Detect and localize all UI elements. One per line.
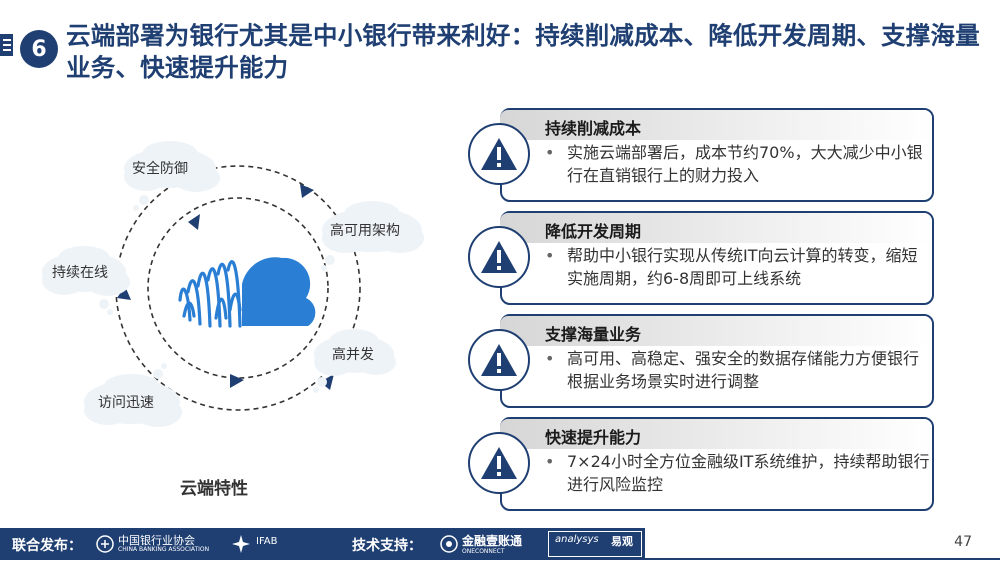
cloud-label-high-concurrency: 高并发 bbox=[332, 347, 374, 363]
warning-icon bbox=[468, 329, 530, 391]
card-title: 持续削减成本 bbox=[545, 119, 642, 138]
card-text: •高可用、高稳定、强安全的数据存储能力方便银行根据业务场景实时进行调整 bbox=[545, 349, 920, 391]
oneconnect-logo-icon bbox=[440, 535, 458, 553]
cloud-bubble-left bbox=[42, 246, 130, 315]
cba-logo-icon bbox=[96, 535, 114, 553]
cloud-bubble-bottom-left bbox=[84, 363, 182, 427]
ifab-logo-icon bbox=[232, 535, 250, 553]
arrow-icon bbox=[230, 374, 244, 388]
card-text: •实施云端部署后，成本节约70%，大大减少中小银行在直销银行上的财力投入 bbox=[545, 143, 923, 185]
page-title: 云端部署为银行尤其是中小银行带来利好：持续削减成本、降低开发周期、支撑海量业务、… bbox=[66, 21, 980, 82]
cloud-diagram-graphic bbox=[42, 141, 424, 427]
arrow-icon bbox=[300, 184, 314, 198]
publish-label: 联合发布： bbox=[12, 538, 82, 554]
arrow-icon bbox=[117, 286, 131, 300]
partner4-cn: 易观 bbox=[611, 535, 633, 548]
partner1-en: CHINA BANKING ASSOCIATION bbox=[118, 546, 210, 553]
cloud-bubble-right-bottom bbox=[313, 329, 396, 393]
card-shorter-dev-cycle: 降低开发周期 •帮助中小银行实现从传统IT向云计算的转变，缩短实施周期，约6-8… bbox=[468, 211, 934, 305]
cloud-label-fast-access: 访问迅速 bbox=[98, 395, 154, 411]
card-text: •帮助中小银行实现从传统IT向云计算的转变，缩短实施周期，约6-8周即可上线系统 bbox=[545, 246, 918, 288]
inner-dashed-ring bbox=[147, 197, 329, 379]
diagram-caption: 云端特性 bbox=[180, 479, 248, 499]
page-number: 47 bbox=[954, 534, 972, 550]
card-cost-reduction: 持续削减成本 •实施云端部署后，成本节约70%，大大减少中小银行在直销银行上的财… bbox=[468, 108, 934, 202]
analysys-logo-box: analysys 易观 bbox=[548, 531, 642, 557]
cloud-bubble-top bbox=[124, 141, 220, 211]
warning-icon bbox=[468, 123, 530, 185]
footer: 联合发布： 中国银行业协会 CHINA BANKING ASSOCIATION … bbox=[0, 528, 1000, 563]
warning-icon bbox=[468, 432, 530, 494]
cloud-label-security: 安全防御 bbox=[132, 161, 188, 177]
support-label: 技术支持： bbox=[352, 538, 422, 554]
partner1-name: 中国银行业协会 bbox=[118, 534, 195, 547]
cloud-label-always-online: 持续在线 bbox=[52, 265, 108, 281]
central-cloud-icon bbox=[178, 257, 316, 328]
partner3-name: 金融壹账通 bbox=[462, 534, 523, 548]
partner4-en: analysys bbox=[555, 534, 599, 545]
cloud-features-diagram: 安全防御 高可用架构 持续在线 高并发 访问迅速 bbox=[20, 120, 450, 450]
card-title: 快速提升能力 bbox=[545, 428, 642, 447]
arrow-icon bbox=[188, 214, 200, 230]
cloud-label-high-availability: 高可用架构 bbox=[330, 223, 400, 239]
card-title: 支撑海量业务 bbox=[545, 325, 642, 344]
cloud-bubble-right-top bbox=[321, 201, 424, 271]
partner2-name: IFAB bbox=[256, 536, 278, 547]
card-massive-business: 支撑海量业务 •高可用、高稳定、强安全的数据存储能力方便银行根据业务场景实时进行… bbox=[468, 314, 934, 408]
card-text: •7×24小时全方位金融级IT系统维护，持续帮助银行进行风险监控 bbox=[545, 452, 930, 494]
section-number-badge: 6 bbox=[20, 30, 58, 68]
card-capability-boost: 快速提升能力 •7×24小时全方位金融级IT系统维护，持续帮助银行进行风险监控 bbox=[468, 417, 934, 511]
card-title: 降低开发周期 bbox=[545, 222, 642, 241]
menu-icon[interactable] bbox=[0, 34, 13, 56]
outer-dashed-ring bbox=[115, 165, 361, 411]
warning-icon bbox=[468, 226, 530, 288]
partner3-en: ONECONNECT bbox=[462, 548, 505, 555]
